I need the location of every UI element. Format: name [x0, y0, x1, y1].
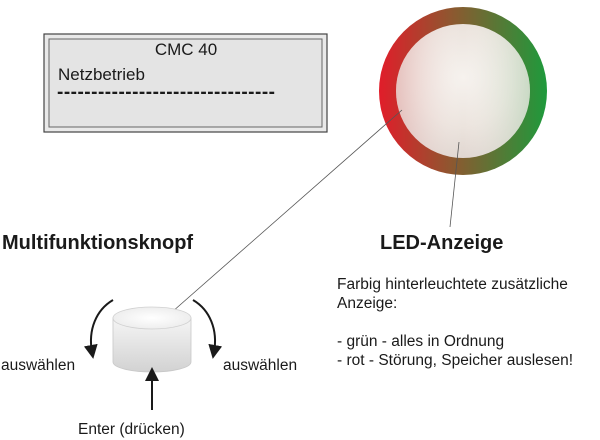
- led-heading: LED-Anzeige: [380, 232, 504, 254]
- enter-press-label: Enter (drücken): [78, 421, 185, 438]
- display-dashes: --------------------------------: [57, 82, 276, 103]
- display-title: CMC 40: [154, 40, 218, 59]
- led-indicator: [379, 7, 547, 175]
- knob-heading: Multifunktionsknopf: [2, 232, 194, 254]
- led-description: Farbig hinterleuchtete zusätzliche Anzei…: [337, 276, 574, 369]
- knob-leader-line: [171, 109, 403, 313]
- select-right-label: auswählen: [223, 357, 298, 374]
- led-leader-line: [449, 141, 460, 228]
- rotate-left-arrow-icon: [83, 299, 114, 359]
- display-status: Netzbetrieb: [58, 65, 145, 84]
- rotate-right-arrow-icon: [192, 299, 223, 359]
- select-left-label: auswählen: [1, 357, 76, 374]
- lcd-display: [43, 33, 328, 133]
- multifunction-knob: [112, 306, 192, 373]
